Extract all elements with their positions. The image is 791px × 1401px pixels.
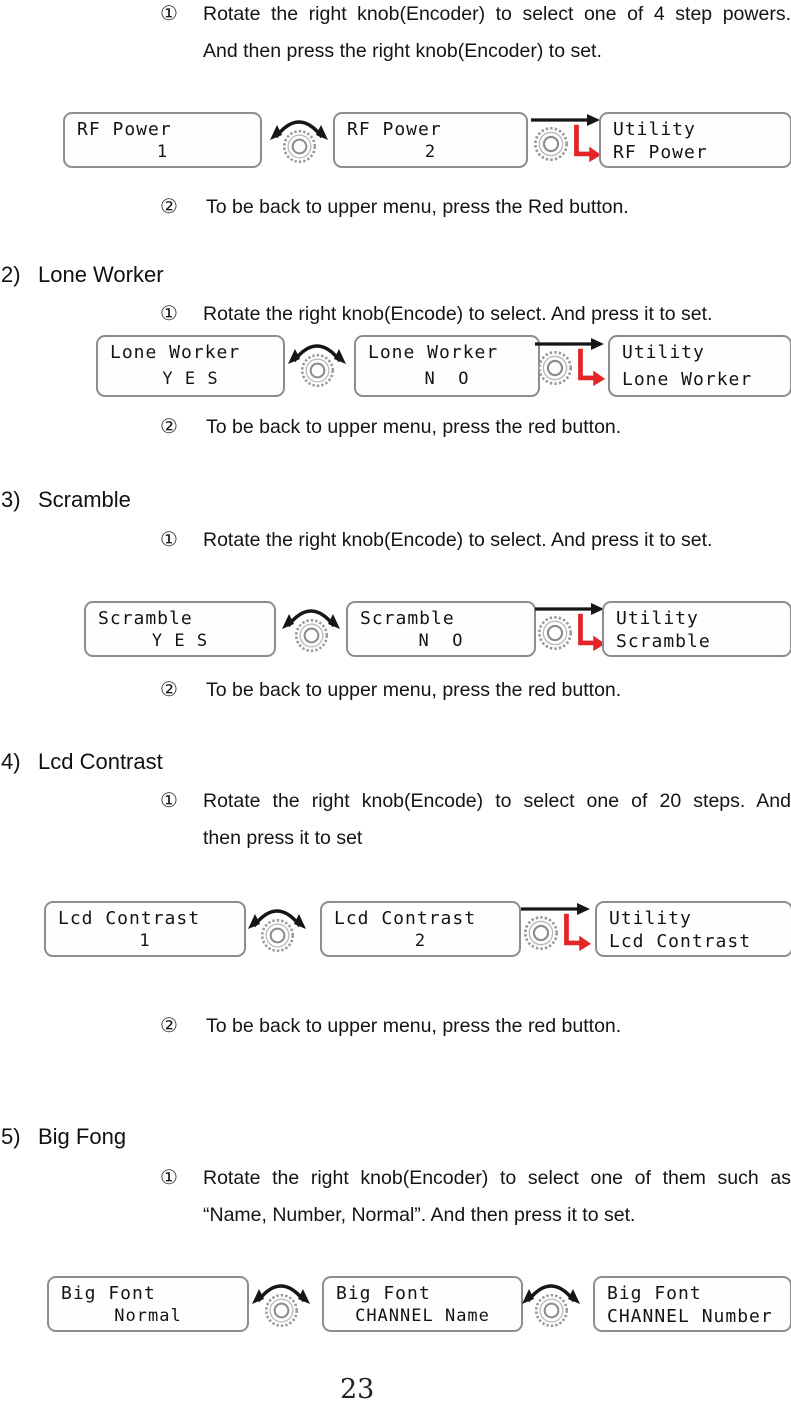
lcd-line2: CHANNEL Name [355, 1306, 490, 1326]
knob-icon [537, 615, 573, 651]
rotate-knob-transition [280, 604, 342, 654]
lcd-line1: Big Font [61, 1283, 156, 1304]
step2-text: To be back to upper menu, press the red … [206, 679, 622, 701]
knob-icon [300, 353, 335, 388]
section-number: 4) [1, 749, 21, 774]
press-knob-transition [530, 113, 602, 165]
lcd-screen: Utility Lcd Contrast [595, 901, 791, 957]
lcd-screen: Big Font CHANNEL Number [593, 1276, 791, 1332]
step1-line: Rotate the right knob(Encode) to select … [203, 790, 791, 812]
lcd-line2: Normal [114, 1306, 182, 1326]
lcd-line1: Lone Worker [368, 342, 499, 363]
lcd-line2: Scramble [616, 631, 711, 652]
section-title: Scramble [38, 487, 131, 512]
lcd-line2: N O [418, 631, 464, 651]
step1-line: Rotate the right knob(Encoder) to select… [203, 3, 791, 25]
rotate-knob-transition [268, 115, 330, 165]
lcd-screen: Big Font CHANNEL Name [322, 1276, 523, 1332]
lcd-screen: Lcd Contrast 1 [44, 901, 246, 957]
step2-marker: ② [160, 1015, 178, 1037]
lcd-line2: Y E S [162, 369, 219, 389]
knob-icon [260, 918, 295, 953]
enter-arrow-icon [561, 910, 592, 954]
press-knob-transition [534, 602, 606, 654]
step1-line: Rotate the right knob(Encoder) to select… [203, 1167, 791, 1189]
knob-icon [294, 618, 329, 653]
lcd-line2: CHANNEL Number [607, 1306, 773, 1327]
step1-line: “Name, Number, Normal”. And then press i… [203, 1204, 636, 1226]
lcd-line1: Lcd Contrast [58, 908, 201, 929]
section-title: Lcd Contrast [38, 749, 163, 774]
step1-marker: ① [160, 529, 178, 551]
section-title: Big Fong [38, 1124, 127, 1149]
lcd-screen: Lcd Contrast 2 [320, 901, 521, 957]
knob-icon [264, 1293, 299, 1328]
section-number: 2) [1, 262, 21, 287]
lcd-line1: Big Font [336, 1283, 431, 1304]
lcd-screen: Big Font Normal [47, 1276, 249, 1332]
step2-text: To be back to upper menu, press the red … [206, 416, 622, 438]
lcd-line1: Lcd Contrast [334, 908, 477, 929]
lcd-line1: Scramble [98, 608, 193, 629]
step2-marker: ② [160, 196, 178, 218]
lcd-screen: Utility Scramble [602, 601, 791, 657]
lcd-line1: RF Power [77, 119, 172, 140]
enter-arrow-icon [571, 121, 602, 165]
lcd-line2: RF Power [613, 142, 708, 163]
lcd-line1: Utility [622, 342, 705, 363]
lcd-line2: 2 [414, 931, 427, 951]
lcd-line1: Utility [609, 908, 692, 929]
page-number: 23 [340, 1374, 375, 1401]
step2-text: To be back to upper menu, press the Red … [206, 196, 629, 218]
lcd-screen: Scramble Y E S [84, 601, 276, 657]
knob-icon [537, 350, 573, 386]
press-knob-transition [520, 902, 592, 954]
step1-line: Rotate the right knob(Encode) to select.… [203, 303, 713, 325]
step2-marker: ② [160, 679, 178, 701]
knob-icon [282, 129, 317, 164]
step1-line: Rotate the right knob(Encode) to select.… [203, 529, 713, 551]
step1-marker: ① [160, 303, 178, 325]
lcd-line2: N O [424, 369, 470, 389]
lcd-line2: Lcd Contrast [609, 931, 752, 952]
lcd-screen: Utility RF Power [599, 112, 791, 168]
lcd-line2: 2 [424, 142, 437, 162]
section-number: 3) [1, 487, 21, 512]
enter-arrow-icon [575, 345, 606, 389]
lcd-line1: Utility [613, 119, 696, 140]
section-title: Lone Worker [38, 262, 164, 287]
lcd-line2: Y E S [151, 631, 209, 651]
lcd-line2: 1 [139, 931, 151, 951]
lcd-line1: Lone Worker [110, 342, 241, 363]
rotate-knob-transition [246, 904, 308, 954]
step1-marker: ① [160, 790, 178, 812]
press-knob-transition [534, 337, 606, 389]
section-number: 5) [1, 1124, 21, 1149]
lcd-line2: Lone Worker [622, 369, 753, 390]
step1-line: And then press the right knob(Encoder) t… [203, 40, 602, 62]
lcd-line2: 1 [156, 142, 169, 162]
knob-icon [523, 915, 559, 951]
rotate-knob-transition [520, 1279, 582, 1329]
step1-marker: ① [160, 3, 178, 25]
lcd-screen: RF Power 2 [333, 112, 528, 168]
knob-icon [534, 1293, 569, 1328]
step2-text: To be back to upper menu, press the red … [206, 1015, 622, 1037]
rotate-knob-transition [286, 339, 348, 389]
lcd-screen: Utility Lone Worker [608, 335, 791, 397]
lcd-line1: Big Font [607, 1283, 702, 1304]
lcd-screen: RF Power 1 [63, 112, 262, 168]
lcd-line1: Utility [616, 608, 699, 629]
step1-marker: ① [160, 1167, 178, 1189]
lcd-line1: RF Power [347, 119, 442, 140]
lcd-screen: Lone Worker Y E S [96, 335, 285, 397]
knob-icon [533, 126, 569, 162]
lcd-line1: Scramble [360, 608, 455, 629]
lcd-screen: Scramble N O [346, 601, 536, 657]
lcd-screen: Lone Worker N O [354, 335, 540, 397]
step1-line: then press it to set [203, 827, 363, 849]
step2-marker: ② [160, 416, 178, 438]
rotate-knob-transition [250, 1279, 312, 1329]
